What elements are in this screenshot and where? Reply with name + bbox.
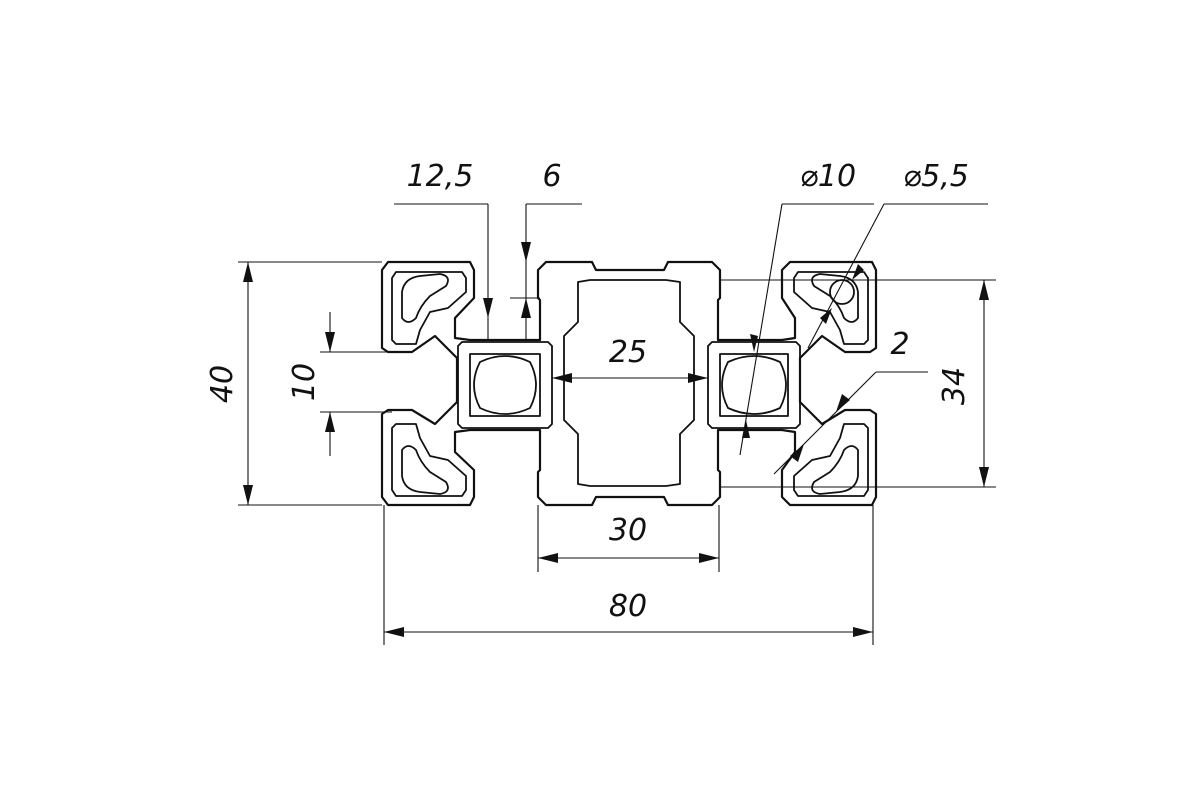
inner-height-label: 34 <box>937 367 972 405</box>
dimension-overall-height: 40 <box>205 261 382 506</box>
slot-width-label: 12,5 <box>407 159 474 194</box>
dimension-slot-width: 12,5 <box>394 159 493 340</box>
core-left <box>457 341 553 429</box>
wall-thickness-label: 2 <box>890 327 909 362</box>
dimension-slot-depth: 6 <box>510 159 582 340</box>
corner-hole-label: ⌀5,5 <box>903 159 969 194</box>
overall-height-label: 40 <box>205 365 240 403</box>
dimension-corner-hole: ⌀5,5 <box>807 159 988 349</box>
inner-cavity-label: 25 <box>609 335 647 370</box>
dimension-inner-height: 34 <box>720 279 996 488</box>
corner-pocket-bottom-left <box>391 423 467 497</box>
corner-pocket-bottom-right <box>793 423 869 497</box>
dimension-overall-width: 80 <box>383 505 874 645</box>
profile-outline <box>380 260 878 507</box>
dimension-slot-opening: 10 <box>287 312 392 456</box>
slot-opening-label: 10 <box>287 363 322 401</box>
center-hole-label: ⌀10 <box>800 159 856 194</box>
dimension-bottom-cavity: 30 <box>537 505 720 572</box>
corner-pocket-top-left <box>391 271 467 345</box>
corner-pocket-top-right <box>793 271 869 345</box>
overall-width-label: 80 <box>609 589 647 624</box>
core-right <box>707 341 801 429</box>
dimension-inner-cavity: 25 <box>552 335 708 383</box>
dimension-center-hole: ⌀10 <box>739 159 874 456</box>
slot-depth-label: 6 <box>542 159 561 194</box>
bottom-cavity-label: 30 <box>609 513 647 548</box>
dimension-wall-thickness: 2 <box>773 327 928 475</box>
